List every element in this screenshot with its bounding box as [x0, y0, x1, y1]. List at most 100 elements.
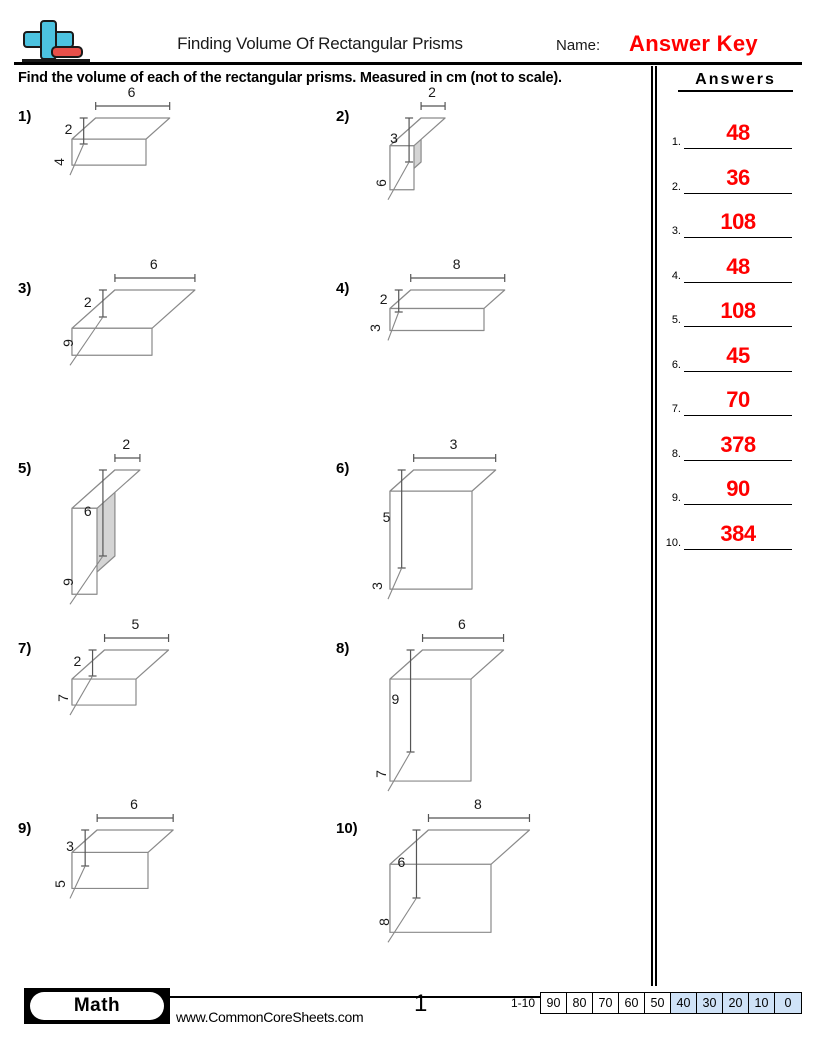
- answer-blank-line[interactable]: [684, 515, 792, 550]
- score-cell: 60: [619, 993, 645, 1013]
- answer-value: 70: [726, 387, 750, 412]
- dimension-depth-label: 3: [367, 324, 384, 333]
- answer-blank-line[interactable]: [684, 470, 792, 505]
- answer-blank-line[interactable]: [684, 248, 792, 283]
- instructions-text: Find the volume of each of the rectangul…: [18, 70, 562, 86]
- answer-value: 378: [720, 431, 756, 457]
- problem-number: 10): [336, 820, 358, 837]
- answer-blank-line[interactable]: [684, 292, 792, 327]
- score-cell: 70: [593, 993, 619, 1013]
- problem-number: 3): [18, 280, 32, 297]
- dimension-depth-label: 4: [50, 157, 67, 166]
- dimension-width-label: 6: [130, 796, 138, 812]
- dimension-height-label: 2: [83, 293, 92, 310]
- subject-badge-label: Math: [30, 992, 164, 1020]
- page-title: Finding Volume Of Rectangular Prisms: [177, 34, 463, 53]
- answer-value: 48: [726, 253, 750, 279]
- answer-row-number: 7.: [671, 403, 681, 415]
- answer-row: 3.108: [660, 193, 805, 238]
- rectangular-prism-drawing: [387, 634, 505, 792]
- answer-value: 90: [726, 476, 750, 501]
- answer-blank-line[interactable]: [684, 203, 792, 238]
- name-label: Name:: [556, 37, 601, 54]
- subject-badge: Math: [24, 988, 170, 1024]
- dimension-height-label: 9: [391, 691, 400, 707]
- answer-value: 108: [720, 298, 756, 323]
- dimension-depth-label: 9: [60, 578, 77, 587]
- dimension-depth-label: 3: [368, 581, 385, 590]
- problem-number: 1): [18, 108, 32, 125]
- rectangular-prism-drawing: [387, 101, 446, 200]
- problem-number: 9): [18, 820, 32, 837]
- answer-blank-line[interactable]: [684, 337, 792, 372]
- answer-blank-line[interactable]: [684, 159, 792, 194]
- common-core-sheets-logo: [14, 18, 114, 62]
- dimension-width-label: 8: [452, 256, 461, 272]
- problem-1: 1) 6 2 4: [18, 84, 318, 270]
- answer-row-number: 10.: [665, 536, 681, 549]
- answer-value: 36: [726, 164, 750, 190]
- problem-6: 6) 3 5 3: [336, 436, 636, 622]
- dimension-height-label: 2: [64, 121, 73, 137]
- dimension-depth-label: 5: [51, 880, 68, 889]
- rectangular-prism-drawing: [69, 454, 141, 605]
- answer-blank-line[interactable]: [684, 426, 792, 461]
- logo-baseline: [22, 59, 90, 62]
- answer-value: 108: [720, 209, 756, 234]
- rectangular-prism-drawing: [69, 102, 171, 176]
- dimension-width-label: 3: [449, 436, 458, 452]
- rectangular-prism-drawing: [69, 813, 174, 899]
- dimension-depth-label: 6: [372, 178, 389, 187]
- dimension-width-label: 6: [458, 616, 466, 632]
- dimension-height-label: 2: [379, 291, 388, 307]
- score-cell: 0: [775, 993, 801, 1013]
- answer-row-number: 1.: [671, 136, 681, 148]
- page-number: 1: [414, 990, 428, 1017]
- answer-row: 1.48: [660, 104, 805, 149]
- problem-number: 8): [336, 640, 350, 657]
- problem-number: 2): [336, 108, 350, 125]
- answer-row-number: 8.: [671, 447, 681, 460]
- problem-number: 5): [18, 460, 32, 477]
- score-cell: 80: [567, 993, 593, 1013]
- answer-row-number: 4.: [671, 269, 681, 282]
- dimension-width-label: 5: [131, 616, 140, 632]
- footer-rule: [150, 996, 802, 998]
- dimension-width-label: 2: [428, 84, 436, 100]
- dimension-depth-label: 9: [60, 339, 77, 348]
- rectangular-prism-drawing: [69, 274, 196, 366]
- logo-plus-center-fill: [42, 33, 55, 46]
- answer-value: 45: [726, 342, 750, 368]
- dimension-height-label: 3: [66, 838, 74, 854]
- answer-row-number: 9.: [671, 492, 681, 504]
- header-divider-rule: [14, 62, 802, 65]
- answer-row: 5. 108: [660, 282, 805, 327]
- rectangular-prism-drawing: [69, 634, 170, 716]
- answers-heading: Answers: [678, 71, 793, 92]
- dimension-depth-label: 8: [376, 918, 393, 927]
- problem-number: 7): [18, 640, 32, 657]
- score-cell: 10: [749, 993, 775, 1013]
- answer-row: 8. 378: [660, 416, 805, 461]
- answer-row: 4.48: [660, 238, 805, 283]
- answer-row: 7.70: [660, 371, 805, 416]
- rectangular-prism-drawing: [387, 814, 531, 943]
- answer-blank-line[interactable]: [684, 381, 792, 416]
- answer-blank-line[interactable]: [684, 114, 792, 149]
- column-divider: [651, 66, 657, 986]
- problem-number: 6): [336, 460, 350, 477]
- dimension-width-label: 6: [127, 84, 136, 100]
- answer-row-number: 5.: [671, 314, 681, 326]
- site-url: www.CommonCoreSheets.com: [176, 1009, 364, 1025]
- answer-row-number: 6.: [671, 358, 681, 371]
- dimension-height-label: 5: [382, 509, 391, 525]
- answer-key-stamp: Answer Key: [629, 31, 758, 56]
